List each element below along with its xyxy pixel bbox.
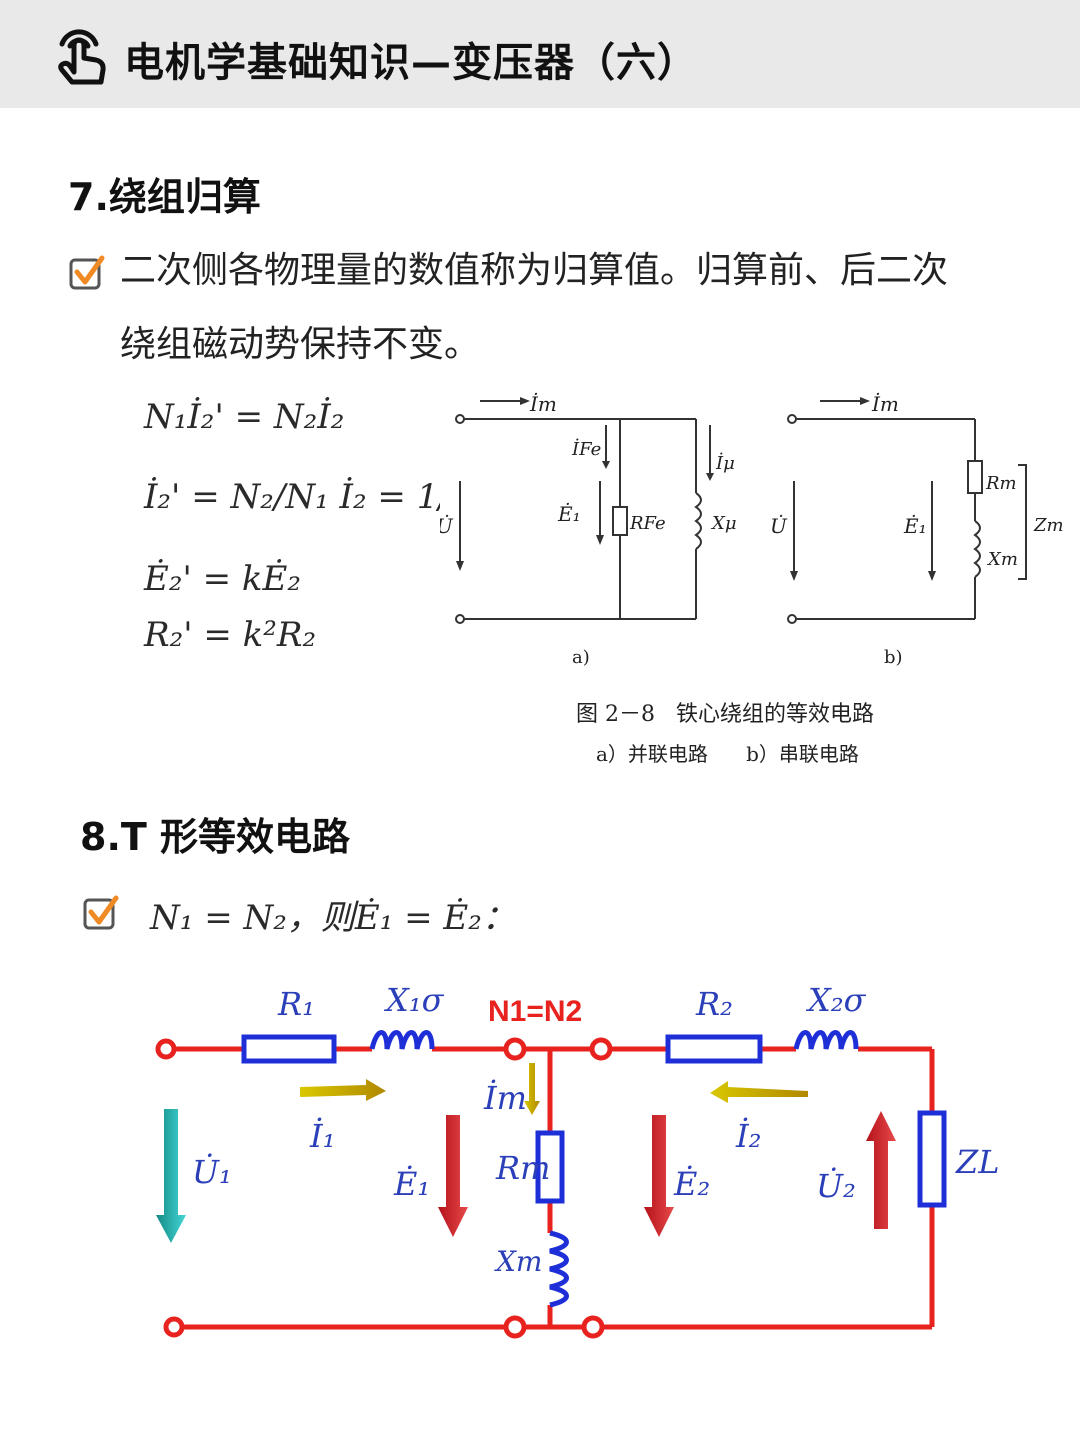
iron-core-equivalent-circuits: İm İFe İμ U̇ Ė₁ RFe Xμ İm U̇ Ė₁ Rm Xm Zm…	[440, 392, 1064, 668]
label-E1: Ė₁	[393, 1165, 430, 1203]
label-Im: İm	[483, 1079, 527, 1117]
label-Im-b: İm	[871, 392, 899, 416]
header-bar: 电机学基础知识—变压器（六）	[0, 0, 1080, 108]
section-8-title: 8.T 形等效电路	[80, 815, 351, 859]
section-7-title: 7.绕组归算	[68, 175, 261, 219]
label-I1: İ₁	[309, 1117, 335, 1155]
section-8-condition: N₁ = N₂，则Ė₁ = Ė₂：	[150, 898, 516, 938]
equation-3: Ė₂' = kĖ₂	[143, 559, 301, 599]
checkbox-checked-icon	[68, 254, 106, 296]
label-X1sigma: X₁σ	[383, 981, 445, 1019]
label-N1-equals-N2: N1=N2	[488, 995, 582, 1028]
label-I2: İ₂	[735, 1117, 761, 1155]
page-title: 电机学基础知识—变压器（六）	[124, 40, 698, 86]
figure-caption-subtitle: a）并联电路 b）串联电路	[596, 742, 859, 766]
label-Zm: Zm	[1033, 515, 1064, 536]
label-X2sigma: X₂σ	[805, 981, 867, 1019]
label-U-b: U̇	[770, 514, 788, 538]
equation-4: R₂' = k²R₂	[143, 615, 316, 655]
subfigure-b-label: b)	[884, 647, 903, 668]
label-Xm: Xm	[986, 549, 1018, 570]
label-E2: Ė₂	[673, 1165, 710, 1203]
label-Rm: Rm	[985, 473, 1017, 494]
touch-hand-icon	[48, 22, 110, 92]
label-IFe: İFe	[571, 437, 601, 460]
label-R1: R₁	[277, 985, 315, 1023]
equation-2: İ₂' = N₂/N₁ İ₂ = 1/k İ₂	[143, 477, 440, 517]
t-equivalent-circuit: R₁ X₁σ R₂ X₂σ İ₁ İm İ₂ U̇₁ Ė₁ Rm Ė₂ U̇₂ …	[155, 981, 999, 1339]
label-U1: U̇₁	[192, 1153, 232, 1191]
label-Xm: Xm	[494, 1245, 542, 1278]
label-U-a: U̇	[440, 514, 454, 538]
label-R2: R₂	[695, 985, 733, 1023]
label-Xmu: Xμ	[710, 513, 737, 534]
label-Im-a: İm	[529, 392, 557, 416]
figure-caption-title: 图 2－8 铁心绕组的等效电路	[576, 702, 874, 727]
subfigure-a-label: a)	[572, 647, 590, 668]
equation-1: N₁İ₂' = N₂İ₂	[143, 397, 344, 437]
section-7-text-line2: 绕组磁动势保持不变。	[120, 324, 481, 365]
label-Imu: İμ	[715, 451, 735, 474]
label-U2: U̇₂	[816, 1167, 856, 1205]
label-E1-a: Ė₁	[557, 502, 581, 526]
checkbox-checked-icon	[82, 894, 120, 936]
section-7-text-line1: 二次侧各物理量的数值称为归算值。归算前、后二次	[120, 250, 949, 291]
label-E1-b: Ė₁	[903, 514, 927, 538]
label-Rm: Rm	[495, 1149, 550, 1187]
equation-block: N₁İ₂' = N₂İ₂ İ₂' = N₂/N₁ İ₂ = 1/k İ₂ Ė₂'…	[143, 397, 440, 655]
label-RFe: RFe	[629, 513, 666, 534]
label-ZL: ZL	[955, 1143, 999, 1181]
